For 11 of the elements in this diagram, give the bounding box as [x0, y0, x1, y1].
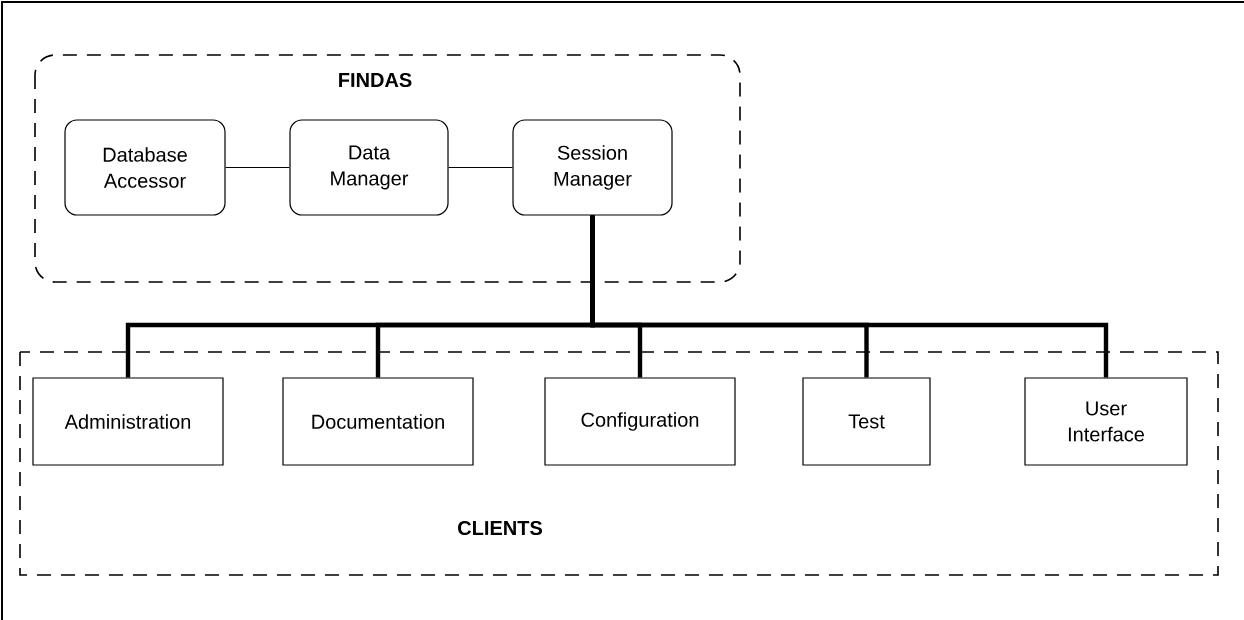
process-box: User Interface	[1024, 377, 1188, 466]
connector-line	[590, 215, 1109, 378]
connector-line	[448, 167, 513, 168]
process-box: Database Accessor	[64, 119, 226, 216]
process-box: Test	[802, 377, 931, 466]
process-box: Documentation	[282, 377, 474, 466]
process-box: Session Manager	[512, 119, 673, 216]
process-box: Configuration	[544, 377, 736, 466]
process-box: Administration	[32, 377, 224, 466]
connector-line	[225, 167, 290, 168]
process-box: Data Manager	[289, 119, 449, 216]
